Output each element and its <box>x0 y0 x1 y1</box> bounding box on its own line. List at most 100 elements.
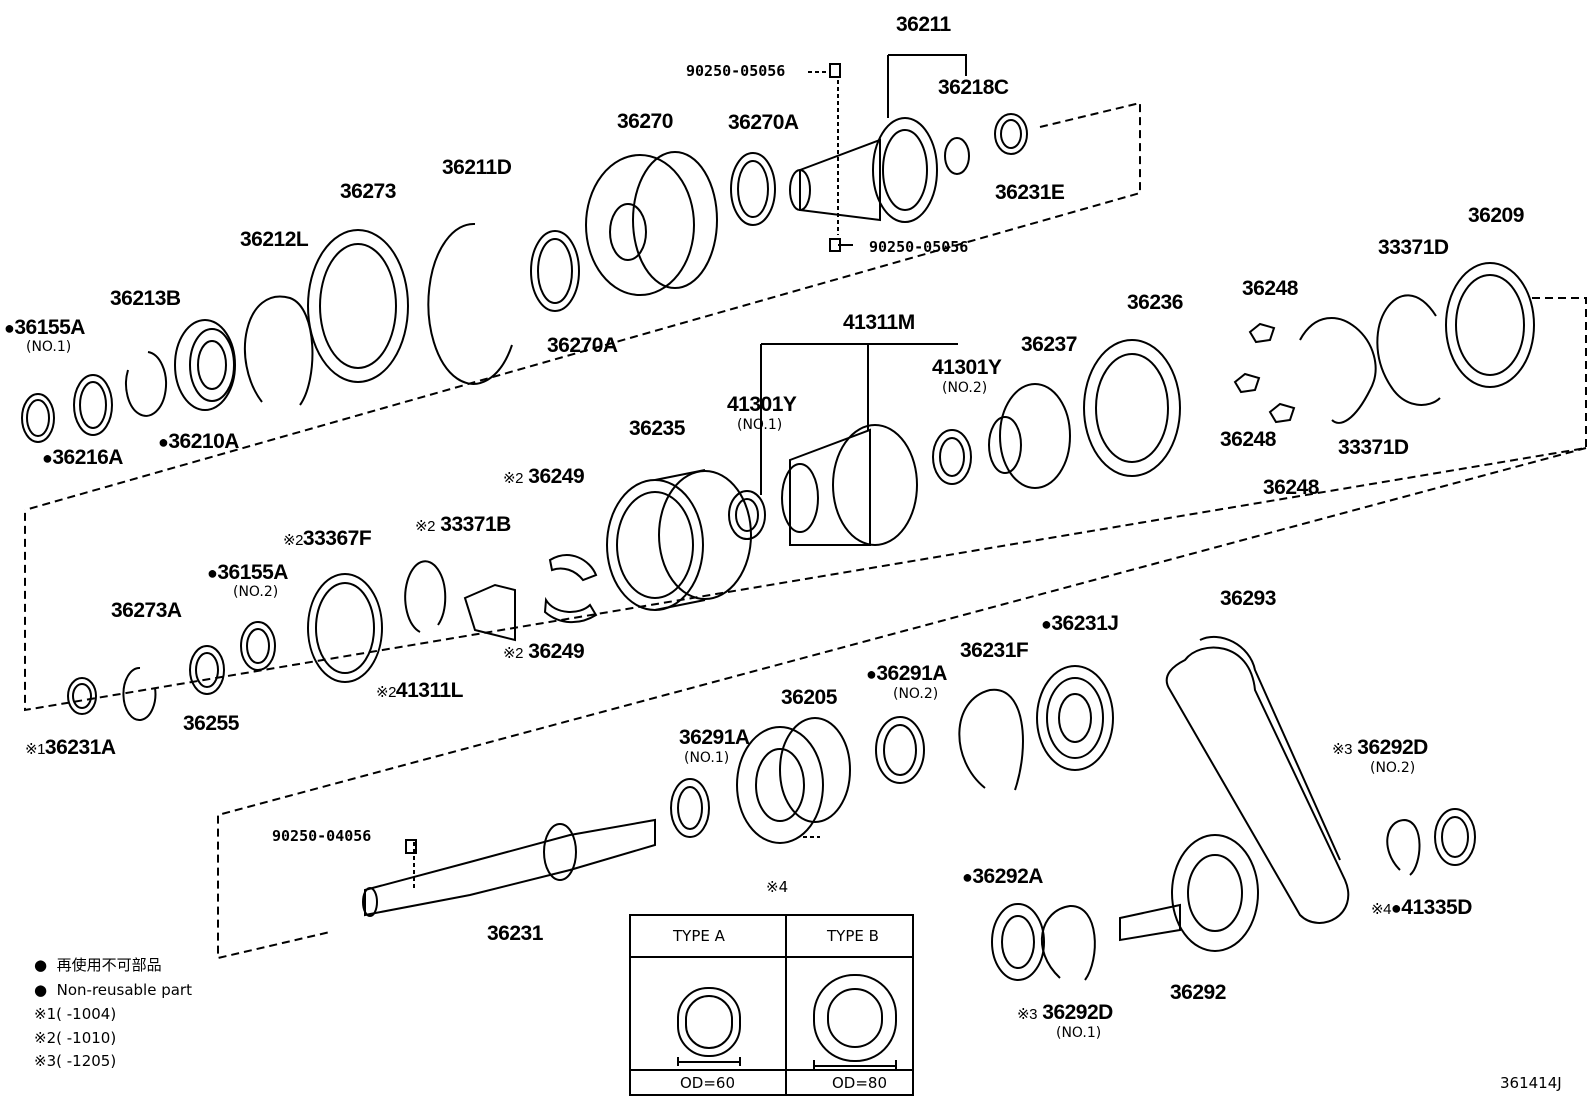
part-36155A-no1-ring <box>21 393 55 443</box>
legend-jp: ● 再使用不可部品 <box>34 956 162 974</box>
type-a-od: OD=60 <box>680 1074 736 1092</box>
part-36273A-snapring <box>122 666 157 721</box>
label-36211: 36211 <box>896 13 951 36</box>
label-36270A-bottom: 36270A <box>547 334 618 357</box>
label-36292: 36292 <box>1170 981 1226 1004</box>
part-36292D-no2-snapring <box>1386 818 1421 876</box>
label-36218C: 36218C <box>938 76 1009 99</box>
type-b-bearing <box>813 974 897 1062</box>
part-33371D-snapring-b <box>1376 294 1441 406</box>
type-b-od: OD=80 <box>832 1074 888 1092</box>
label-36291A-no2-sub: (NO.2) <box>893 686 939 702</box>
type-a-bearing <box>677 987 741 1057</box>
label-36231F: 36231F <box>960 639 1029 662</box>
part-36270-planetary-carrier <box>585 154 695 296</box>
part-36235-sleeve <box>606 479 704 611</box>
part-36231E-bearing <box>994 113 1028 155</box>
label-36292D-no1-sub: (NO.1) <box>1056 1025 1102 1041</box>
part-33371B-plate <box>463 583 516 642</box>
label-36273: 36273 <box>340 180 396 203</box>
label-36273A: 36273A <box>111 599 182 622</box>
legend-en: ● Non-reusable part <box>34 981 192 999</box>
non-reusable-mark: ● <box>1390 898 1402 918</box>
label-36292D-no2: ※3 36292D <box>1332 736 1428 759</box>
label-90250-05056-top: 90250-05056 <box>686 62 786 80</box>
part-41311M-hub <box>789 428 871 546</box>
part-41301Y-no1-bearing <box>728 490 766 540</box>
label-41301Y-no1-sub: (NO.1) <box>737 417 783 433</box>
label-90250-05056-bottom: 90250-05056 <box>869 238 969 256</box>
part-36205-gear <box>736 726 824 844</box>
part-41301Y-no2-bearing <box>932 429 972 485</box>
type-b-header: TYPE B <box>827 927 879 945</box>
type-table-ref: ※4 <box>766 878 789 896</box>
label-36293: 36293 <box>1220 587 1276 610</box>
part-36248-clip-a <box>1248 322 1276 344</box>
label-41311M: 41311M <box>843 311 915 334</box>
label-36292D-no1: ※3 36292D <box>1017 1001 1113 1024</box>
part-36273-ring-gear <box>307 229 409 383</box>
label-36236: 36236 <box>1127 291 1183 314</box>
part-36248-clip-b <box>1233 372 1261 394</box>
legend-note-2: ※2( -1010) <box>34 1029 117 1047</box>
label-36249-bottom: ※2 36249 <box>503 640 585 663</box>
part-36211-input-shaft <box>799 138 881 222</box>
part-36292D-no1-snapring <box>1041 904 1096 981</box>
label-36205: 36205 <box>781 686 837 709</box>
label-36291A-no2: ●36291A <box>866 662 947 685</box>
part-36292A-bearing <box>991 903 1045 981</box>
part-36236-drum <box>1083 339 1181 477</box>
part-41311L-snapring <box>404 560 447 633</box>
part-36270A-washer-top <box>730 152 776 226</box>
figure-id: 361414J <box>1500 1074 1562 1092</box>
part-41335D-bearing <box>1434 808 1476 866</box>
label-41301Y-no1: 41301Y <box>727 393 797 416</box>
type-a-header: TYPE A <box>673 927 725 945</box>
part-36249-shim-top <box>548 554 598 582</box>
label-36270A-top: 36270A <box>728 111 799 134</box>
part-36255-bushing <box>189 645 225 695</box>
part-33371D-snapring-a <box>1299 317 1377 424</box>
label-36270: 36270 <box>617 110 673 133</box>
part-36291A-no2-bearing <box>875 716 925 784</box>
part-36231-output-shaft <box>364 818 656 917</box>
part-36231F-snapring <box>958 688 1024 791</box>
label-36231J: ●36231J <box>1041 612 1119 635</box>
non-reusable-mark: ● <box>34 981 48 999</box>
label-36155A-no1-sub: (NO.1) <box>26 339 72 355</box>
non-reusable-mark: ● <box>158 432 169 452</box>
label-36249-top: ※2 36249 <box>503 465 585 488</box>
label-36155A-no1: ●36155A <box>4 316 85 339</box>
label-36255: 36255 <box>183 712 239 735</box>
label-41301Y-no2: 41301Y <box>932 356 1002 379</box>
part-36293-chain <box>1165 646 1350 924</box>
part-36212L-snapring <box>243 295 314 406</box>
label-36248-a: 36248 <box>1242 277 1298 300</box>
label-36155A-no2: ●36155A <box>207 561 288 584</box>
non-reusable-mark: ● <box>42 448 53 468</box>
label-36213B: 36213B <box>110 287 181 310</box>
label-41335D: ※4●41335D <box>1371 896 1472 919</box>
part-36248-clip-c <box>1268 402 1296 424</box>
label-36210A: ●36210A <box>158 430 239 453</box>
part-36231J-bearing <box>1036 665 1114 771</box>
label-36231: 36231 <box>487 922 543 945</box>
label-36216A: ●36216A <box>42 446 123 469</box>
legend-note-3: ※3( -1205) <box>34 1052 117 1070</box>
label-90250-04056: 90250-04056 <box>272 827 372 845</box>
non-reusable-mark: ● <box>207 563 218 583</box>
non-reusable-mark: ● <box>4 318 15 338</box>
label-36211D: 36211D <box>442 156 512 179</box>
label-33371D-bottom: 33371D <box>1338 436 1409 459</box>
label-36231A: ※136231A <box>25 736 116 759</box>
part-36292-driven-sprocket <box>1171 834 1259 952</box>
non-reusable-mark: ● <box>1041 614 1052 634</box>
part-36231A-ring <box>67 677 97 715</box>
label-36212L: 36212L <box>240 228 309 251</box>
dashed-frame-mid <box>24 297 1587 712</box>
part-36213B-snapring <box>125 351 168 417</box>
label-36292A: ●36292A <box>962 865 1043 888</box>
label-33367F: ※233367F <box>283 527 372 550</box>
part-36237-gear <box>999 383 1071 489</box>
